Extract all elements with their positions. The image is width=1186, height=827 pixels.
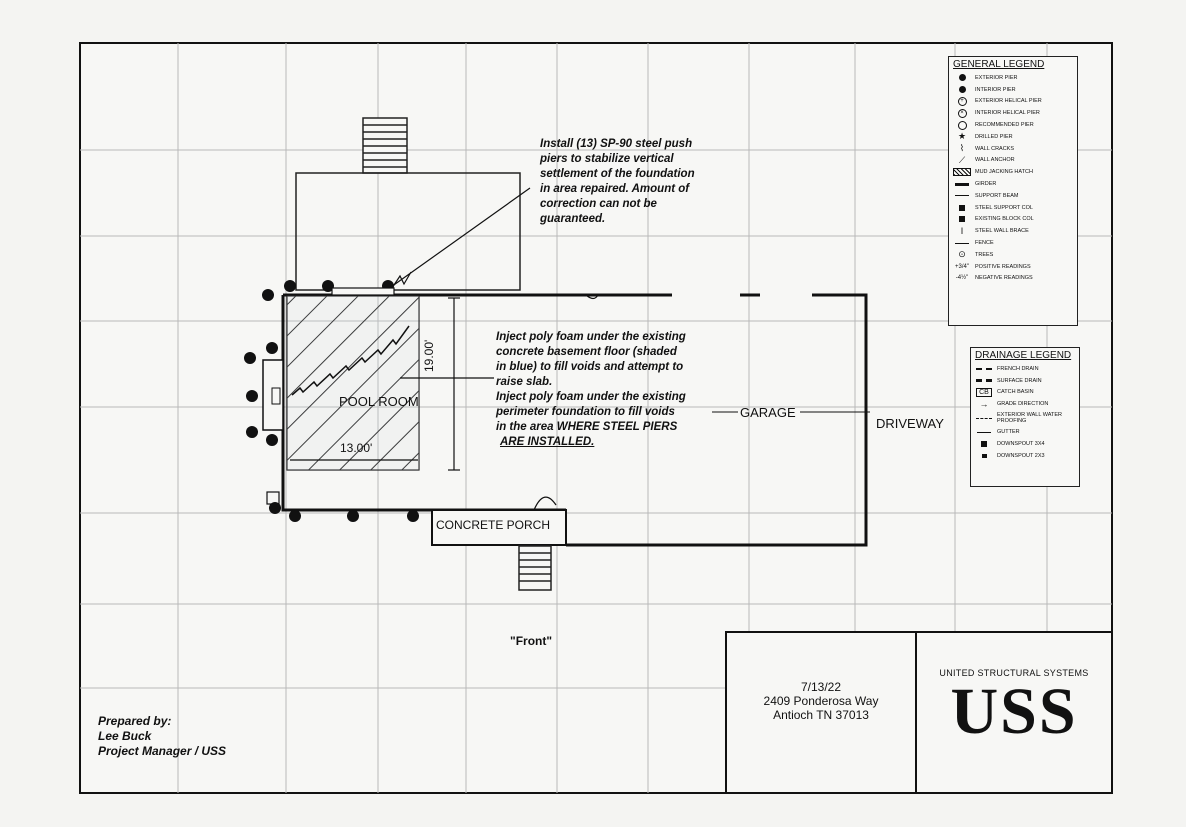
block-column-icon bbox=[959, 216, 965, 223]
general-legend: GENERAL LEGEND EXTERIOR PIER INTERIOR PI… bbox=[948, 56, 1078, 326]
piers-note: Install (13) SP-90 steel push piers to s… bbox=[540, 138, 695, 225]
tree-icon: ⊙ bbox=[958, 249, 966, 260]
downspout-icon bbox=[981, 440, 987, 447]
height-dimension: 19.00' bbox=[422, 339, 436, 372]
star-icon: ★ bbox=[957, 131, 967, 142]
french-drain-icon bbox=[976, 367, 992, 370]
wall-crack-line bbox=[291, 325, 410, 396]
legend-item: FRENCH DRAIN bbox=[971, 363, 1079, 375]
dimension-lines bbox=[290, 297, 460, 471]
legend-item: GUTTER bbox=[971, 426, 1079, 438]
garage-label: GARAGE bbox=[740, 405, 796, 420]
hatch-icon bbox=[953, 168, 971, 177]
legend-item: MUD JACKING HATCH bbox=[949, 166, 1077, 178]
rear-stairs bbox=[362, 117, 408, 174]
interior-pier-icon bbox=[958, 86, 966, 94]
steel-column-icon bbox=[959, 204, 965, 211]
gutter-icon bbox=[977, 431, 991, 433]
fence-icon bbox=[955, 242, 969, 244]
legend-item: RECOMMENDED PIER bbox=[949, 119, 1077, 131]
general-legend-title: GENERAL LEGEND bbox=[953, 59, 1045, 70]
girder-icon bbox=[955, 182, 969, 186]
width-dimension: 13.00' bbox=[340, 441, 373, 455]
downspout-icon bbox=[981, 453, 987, 458]
front-label: "Front" bbox=[510, 634, 553, 648]
project-address-line1: 2409 Ponderosa Way bbox=[763, 694, 879, 708]
front-stairs bbox=[518, 545, 552, 591]
legend-item: INTERIOR PIER bbox=[949, 84, 1077, 96]
legend-item: STEEL SUPPORT COL bbox=[949, 202, 1077, 214]
legend-item: ⟋WALL ANCHOR bbox=[949, 155, 1077, 167]
legend-item: -4½"NEGATIVE READINGS bbox=[949, 273, 1077, 285]
legend-item: GIRDER bbox=[949, 178, 1077, 190]
legend-item: →GRADE DIRECTION bbox=[971, 398, 1079, 410]
house-outline bbox=[281, 293, 868, 547]
prepared-by: Prepared by: Lee Buck Project Manager / … bbox=[98, 714, 227, 758]
negative-readings-icon: -4½" bbox=[955, 275, 969, 282]
exterior-pier-icon bbox=[958, 74, 966, 82]
legend-item: FENCE bbox=[949, 237, 1077, 249]
pool-room-label: POOL ROOM bbox=[339, 394, 419, 409]
support-beam-icon bbox=[955, 195, 969, 197]
concrete-porch bbox=[431, 509, 567, 546]
legend-item: DOWNSPOUT 3x4 bbox=[971, 438, 1079, 450]
drainage-legend-title: DRAINAGE LEGEND bbox=[975, 350, 1072, 361]
company-name: UNITED STRUCTURAL SYSTEMS bbox=[939, 668, 1089, 678]
legend-item: SUPPORT BEAM bbox=[949, 190, 1077, 202]
driveway-label: DRIVEWAY bbox=[876, 416, 944, 431]
legend-item: ×INTERIOR HELICAL PIER bbox=[949, 107, 1077, 119]
legend-item: +3/4"POSITIVE READINGS bbox=[949, 261, 1077, 273]
recommended-pier-icon bbox=[957, 120, 967, 130]
legend-item: ⌇WALL CRACKS bbox=[949, 143, 1077, 155]
legend-item: ★DRILLED PIER bbox=[949, 131, 1077, 143]
pool-room-hatch bbox=[286, 295, 420, 471]
legend-item: SURFACE DRAIN bbox=[971, 375, 1079, 387]
rear-deck bbox=[295, 172, 521, 291]
arrow-icon: → bbox=[979, 399, 989, 410]
drainage-legend: DRAINAGE LEGEND FRENCH DRAIN SURFACE DRA… bbox=[970, 347, 1080, 487]
legend-item: EXTERIOR PIER bbox=[949, 72, 1077, 84]
helical-pier-icon: + bbox=[957, 96, 967, 106]
waterproofing-icon bbox=[976, 417, 992, 419]
uss-logo: USS bbox=[950, 675, 1078, 748]
legend-item: DOWNSPOUT 2x3 bbox=[971, 450, 1079, 462]
project-address-line2: Antioch TN 37013 bbox=[773, 708, 869, 722]
positive-readings-icon: +3/4" bbox=[955, 263, 969, 270]
surface-drain-icon bbox=[976, 379, 992, 383]
foam-note: Inject poly foam under the existing conc… bbox=[496, 331, 686, 448]
project-date: 7/13/22 bbox=[800, 680, 842, 694]
legend-item: +EXTERIOR HELICAL PIER bbox=[949, 96, 1077, 108]
catch-basin-icon: CB bbox=[976, 387, 992, 397]
helical-pier-icon: × bbox=[957, 108, 967, 118]
leader-piers bbox=[390, 187, 531, 288]
concrete-porch-label: CONCRETE PORCH bbox=[436, 518, 551, 532]
title-block-frame bbox=[725, 631, 1113, 794]
side-step bbox=[262, 359, 284, 431]
wall-anchor-icon: ⟋ bbox=[958, 154, 966, 165]
legend-item: EXTERIOR WALL WATER PROOFING bbox=[971, 410, 1079, 426]
legend-item: EXISTING BLOCK COL bbox=[949, 214, 1077, 226]
project-info: 7/13/22 2409 Ponderosa Way Antioch TN 37… bbox=[730, 680, 912, 722]
legend-item: ⊙TREES bbox=[949, 249, 1077, 261]
i-beam-icon: I bbox=[960, 226, 964, 237]
wall-crack-icon: ⌇ bbox=[959, 143, 965, 154]
